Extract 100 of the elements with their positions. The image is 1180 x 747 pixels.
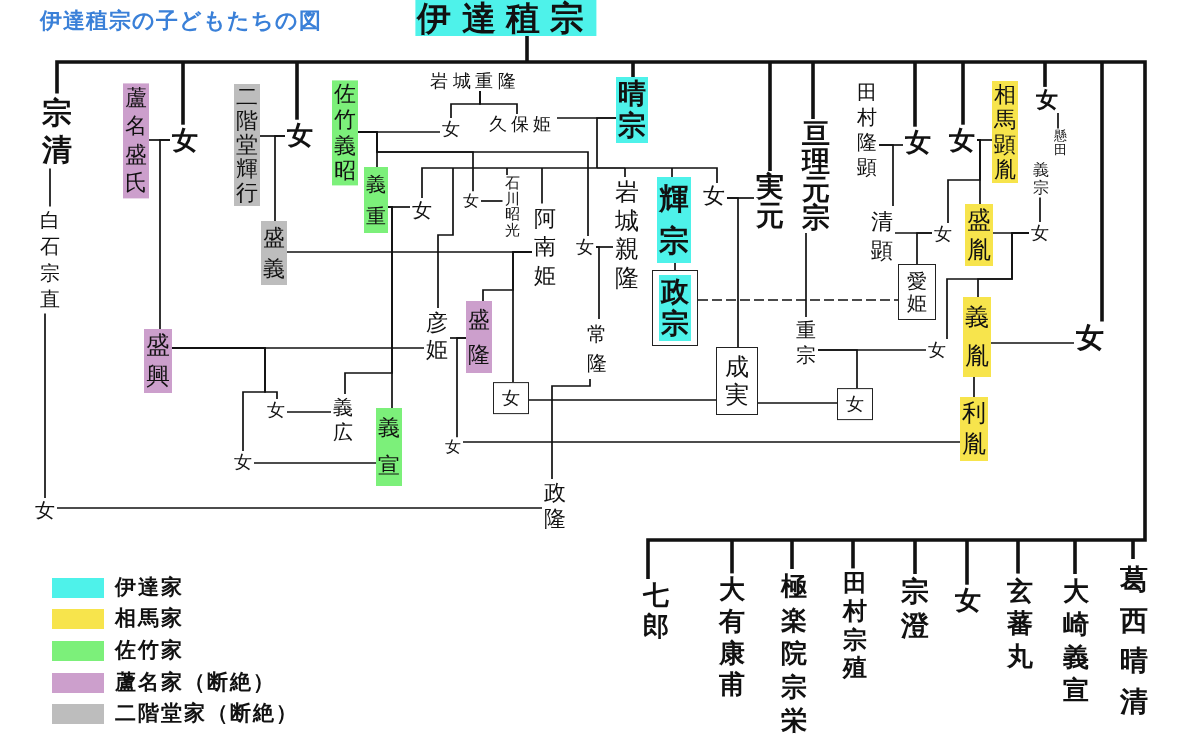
connector-line <box>976 139 981 205</box>
person-name: 女 <box>932 223 954 245</box>
person-name: 義宗 <box>1032 160 1050 198</box>
connector-line <box>671 167 673 178</box>
person-name: 岩城重隆 <box>428 71 522 91</box>
connector-line <box>49 167 51 208</box>
connector-line <box>55 60 183 94</box>
person-name: 大有康甫 <box>717 573 747 703</box>
highlighted-name: 二階堂輝行 <box>234 84 260 206</box>
connector-line <box>916 232 933 265</box>
person-name: 女 <box>1074 321 1106 355</box>
connector-line <box>506 167 508 176</box>
connector-line <box>878 144 894 207</box>
trunk-line <box>525 36 529 62</box>
name-frame <box>837 388 873 420</box>
person-name: 葛西晴清 <box>1118 559 1150 723</box>
trunk-line <box>915 538 967 542</box>
highlighted-name: 義重 <box>364 167 388 233</box>
person-name: 常隆 <box>585 319 609 379</box>
person-name: 女 <box>1029 222 1051 244</box>
person-name: 女 <box>501 387 521 409</box>
connector-line <box>674 262 676 271</box>
person-name: 女 <box>170 124 200 156</box>
trunk-line <box>1102 60 1147 542</box>
person-name: 宗清 <box>40 93 74 169</box>
connector-line <box>1073 540 1077 574</box>
trunk-line <box>541 167 598 169</box>
person-name: 愛姫 <box>906 269 928 315</box>
name-frame <box>652 270 698 346</box>
connector-line <box>437 167 454 309</box>
legend-label: 佐竹家 <box>115 640 184 661</box>
highlighted-name: 義胤 <box>963 297 991 377</box>
connector-line <box>913 540 917 574</box>
trunk-line <box>813 60 915 64</box>
person-name: 宗澄 <box>899 574 931 644</box>
person-name: 女 <box>926 339 948 361</box>
connector-line <box>817 349 858 389</box>
highlighted-name: 盛義 <box>261 221 287 285</box>
connector-line <box>462 441 961 443</box>
trunk-line <box>624 167 673 169</box>
trunk-line <box>183 60 297 64</box>
trunk-line <box>1018 538 1075 542</box>
person-name: 彦姫 <box>424 308 450 364</box>
connector-line <box>1100 62 1104 322</box>
trunk-line <box>1045 60 1102 64</box>
legend-label: 二階堂家（断絶） <box>115 703 299 724</box>
trunk-line <box>967 538 1018 542</box>
person-name: 義広 <box>331 394 355 446</box>
connector-line <box>965 540 969 585</box>
person-name: 女 <box>440 118 462 140</box>
person-name: 政隆 <box>542 479 568 533</box>
connector-line <box>286 411 332 413</box>
legend-label: 蘆名家（断絶） <box>115 672 276 693</box>
name-frame <box>716 347 758 415</box>
person-name: 女 <box>947 124 977 156</box>
trunk-line <box>633 60 770 64</box>
person-name: 女 <box>232 451 254 473</box>
connector-line <box>790 540 794 569</box>
legend-label: 伊達家 <box>115 577 184 598</box>
connector-line <box>44 312 46 499</box>
person-name: 女 <box>1034 86 1060 114</box>
trunk-line <box>853 538 915 542</box>
connector-line <box>56 507 543 509</box>
connector-line <box>1057 112 1059 130</box>
person-name: 女 <box>574 236 596 258</box>
connector-line <box>274 135 286 222</box>
connector-line <box>913 62 917 127</box>
connector-line <box>726 197 739 348</box>
person-name: 女 <box>845 393 865 415</box>
connector-line <box>768 62 772 171</box>
highlighted-name: 義宣 <box>376 408 402 486</box>
connector-line <box>421 167 454 199</box>
highlighted-name: 晴宗 <box>616 77 648 143</box>
person-name: 重宗 <box>794 317 818 369</box>
trunk-line <box>963 60 1045 64</box>
highlighted-name: 佐竹義昭 <box>332 80 358 186</box>
highlighted-name: 政宗 <box>659 275 691 341</box>
trunk-line <box>770 60 813 64</box>
connector-line <box>730 540 734 574</box>
name-frame <box>898 264 936 320</box>
connector-line <box>357 131 589 237</box>
highlighted-name: 盛興 <box>144 329 172 393</box>
trunk-line <box>732 538 792 542</box>
connector-line <box>595 246 600 320</box>
person-name: 田村隆顕 <box>855 79 879 181</box>
connector-line <box>480 200 504 202</box>
diagram-title: 伊達稙宗の子どもたちの図 <box>40 7 322 35</box>
connector-line <box>977 232 1030 298</box>
person-name: 女 <box>285 119 315 151</box>
connector-line <box>671 167 718 184</box>
trunk-line <box>506 167 543 169</box>
person-name: 女 <box>443 437 463 457</box>
connector-line <box>851 540 855 569</box>
connector-line <box>624 167 626 178</box>
person-name: 七郎 <box>641 579 671 643</box>
connector-line <box>171 347 266 452</box>
trunk-line <box>452 167 508 169</box>
person-name: 岩城親隆 <box>613 177 641 293</box>
highlighted-name: 伊達稙宗 <box>415 0 597 36</box>
connector-line <box>181 62 185 125</box>
